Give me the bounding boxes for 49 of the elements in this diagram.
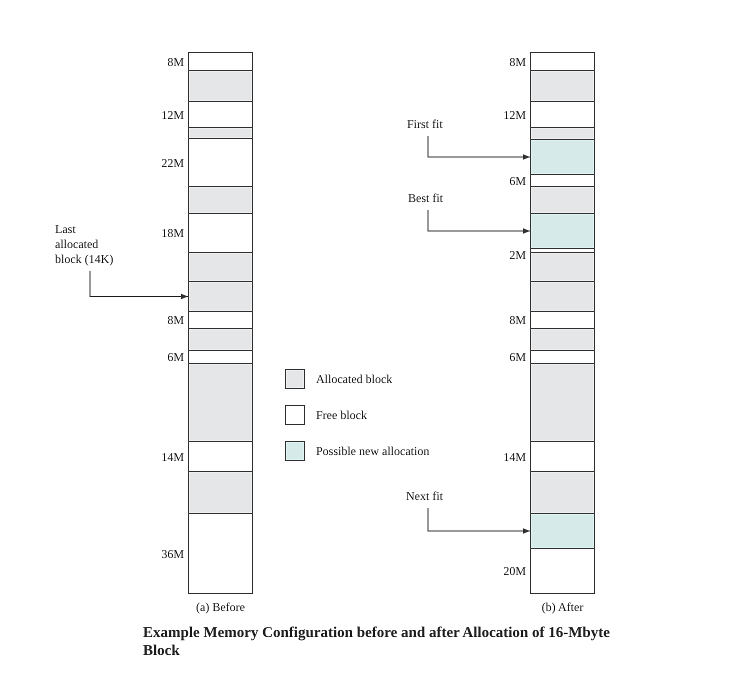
arrow (428, 210, 530, 234)
arrow (428, 136, 530, 160)
size-label: 18M (161, 226, 184, 241)
memory-block (530, 471, 595, 514)
memory-block (188, 127, 253, 139)
size-label: 6M (509, 174, 526, 189)
memory-block (530, 127, 595, 140)
column-caption: (a) Before (195, 600, 246, 615)
size-label: 8M (509, 313, 526, 328)
arrow (428, 508, 530, 534)
size-label: 12M (161, 108, 184, 122)
pointer-label: First fit (407, 117, 467, 132)
memory-block (188, 186, 253, 214)
memory-block (530, 363, 595, 442)
size-label: 14M (161, 450, 184, 464)
legend-label: Free block (316, 408, 367, 423)
size-label: 36M (161, 546, 184, 562)
memory-block (530, 186, 595, 214)
size-label: 20M (503, 564, 526, 579)
memory-block (188, 252, 253, 282)
memory-block (530, 70, 595, 102)
memory-block (530, 328, 595, 351)
pointer-label: Best fit (408, 191, 468, 206)
memory-block (188, 328, 253, 351)
size-label: 6M (509, 350, 526, 365)
size-label: 2M (509, 248, 526, 263)
memory-block (530, 139, 595, 175)
memory-block (530, 213, 595, 249)
legend-label: Allocated block (316, 372, 392, 387)
size-label: 22M (161, 156, 184, 170)
figure-caption: Example Memory Configuration before and after Allocation of 16-Mbyte Block (143, 624, 611, 660)
memory-block (530, 252, 595, 282)
size-label: 8M (509, 54, 526, 70)
legend-label: Possible new allocation (316, 444, 430, 459)
arrow (90, 270, 188, 300)
size-label: 14M (503, 450, 526, 464)
size-label: 6M (167, 350, 184, 365)
memory-block (530, 513, 595, 549)
pointer-label: Last allocated block (14K) (55, 222, 119, 267)
memory-block (530, 281, 595, 312)
column-caption: (b) After (540, 600, 584, 615)
size-label: 8M (167, 54, 184, 70)
pointer-label: Next fit (406, 489, 466, 504)
memory-block (188, 70, 253, 102)
memory-block (188, 363, 253, 442)
memory-block (188, 281, 253, 312)
size-label: 12M (503, 108, 526, 122)
memory-block (188, 471, 253, 514)
size-label: 8M (167, 313, 184, 328)
